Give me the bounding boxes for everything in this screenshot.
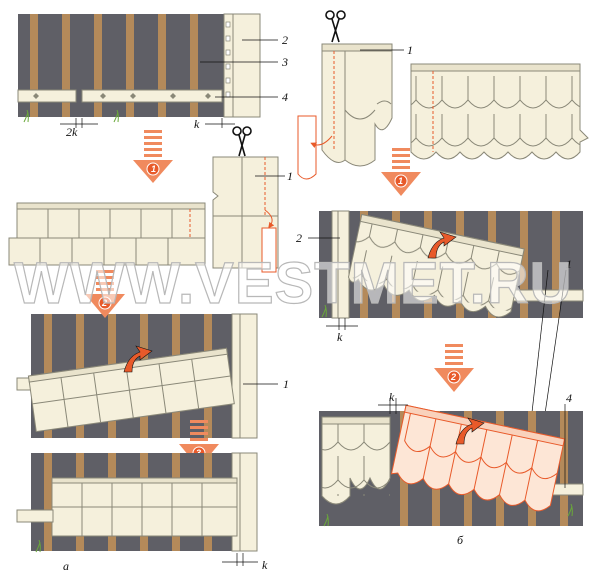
- shingle-panel-cut: [297, 10, 404, 180]
- wall-panel-third-left: [16, 313, 278, 439]
- step-1-left-number: 1: [151, 164, 156, 174]
- label-1-right-middle: 1: [566, 257, 572, 271]
- label-variant-a: а: [63, 559, 69, 573]
- label-k-right-middle: k: [337, 330, 343, 344]
- step-arrow-2-left: [85, 270, 125, 318]
- label-4-right: 4: [566, 391, 572, 405]
- scissors-icon-right: [325, 10, 346, 43]
- label-1-right-top: 1: [407, 43, 413, 57]
- scissors-icon: [232, 126, 252, 157]
- wall-panel-bottom-left: [16, 452, 258, 566]
- step-2-left-number: 2: [101, 298, 107, 308]
- label-2-top: 2: [282, 33, 288, 47]
- siding-panels-stack: [8, 202, 206, 266]
- label-2-right: 2: [296, 231, 302, 245]
- label-k-top: k: [194, 117, 200, 131]
- watermark: WWW.VESTMET.RU: [14, 251, 573, 316]
- label-k-right-bottom: k: [389, 390, 395, 404]
- wall-panel-right-middle: [308, 210, 584, 330]
- label-k-bottom-left: k: [262, 558, 268, 572]
- step-1-right-number: 1: [398, 176, 403, 186]
- step-arrow-1-left: [133, 130, 173, 183]
- step-2-right-number: 2: [450, 372, 456, 382]
- step-arrow-2-right: [434, 344, 474, 392]
- shingle-panel-full: [410, 63, 589, 160]
- label-4-top: 4: [282, 90, 288, 104]
- wall-panel-right-bottom: [319, 398, 584, 527]
- label-2k: 2k: [66, 125, 78, 139]
- step-arrow-1-right: [381, 148, 421, 196]
- panel-cut-middle: [212, 126, 285, 273]
- label-1-middle: 1: [287, 169, 293, 183]
- label-variant-b: б: [457, 533, 464, 547]
- label-3: 3: [281, 55, 288, 69]
- wall-panel-top-left: [17, 13, 278, 128]
- label-1-third: 1: [283, 377, 289, 391]
